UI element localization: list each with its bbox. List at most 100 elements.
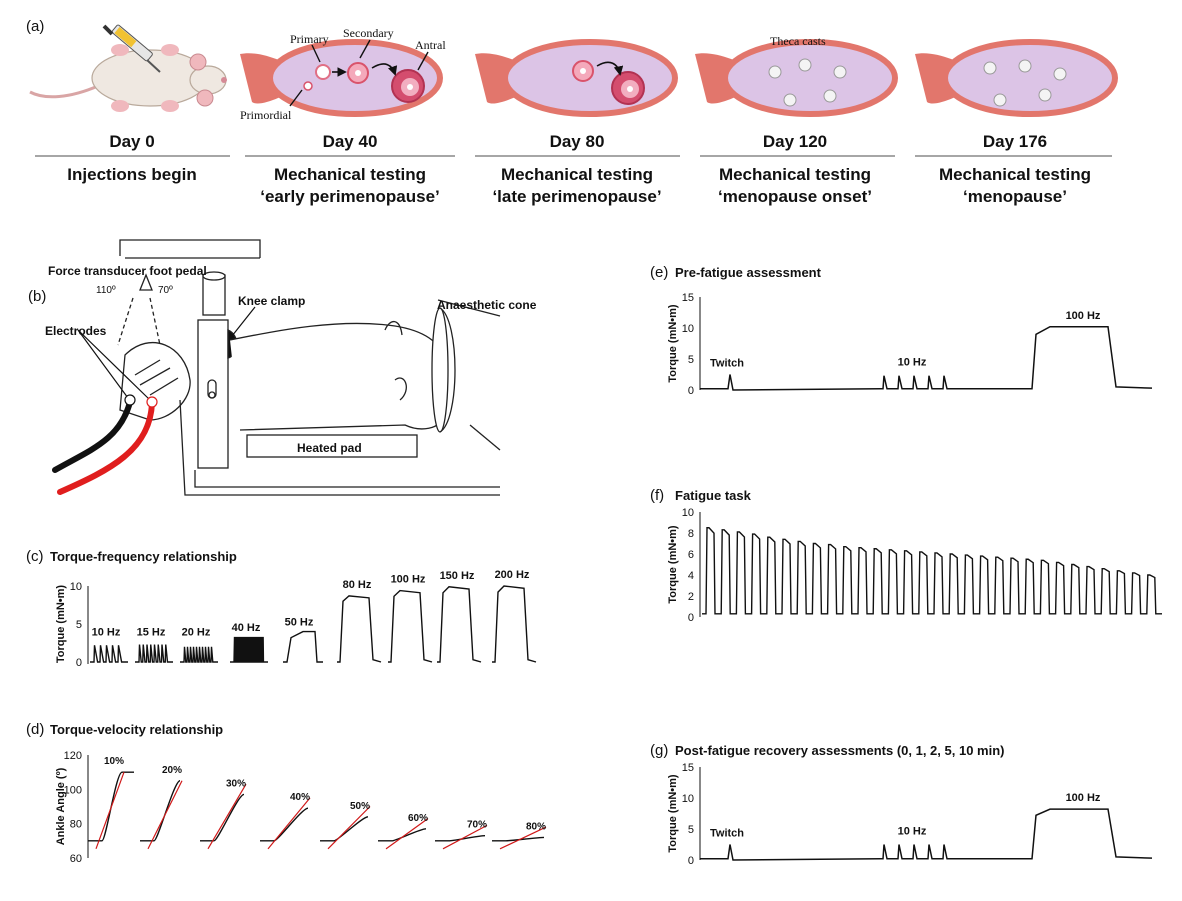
panel-e-ylabel: Torque (mN•m) [667,304,679,383]
ovary-day176 [915,39,1118,117]
panel-c-label-6: 100 Hz [391,574,426,586]
panel-a-letter: (a) [26,18,45,35]
panel-d-fit-1 [147,780,183,850]
panel-f-ytick-4: 8 [688,528,694,540]
day-label-120: Day 120 [762,132,828,151]
panel-d-fit-7 [499,826,547,850]
panel-c-letter: (c) [26,548,44,565]
syringe-icon [102,24,161,73]
panel-e-annot-twitch: Twitch [710,358,744,370]
panel-f-ytick-3: 6 [688,549,694,561]
panel-g-ytick-0: 0 [688,855,694,867]
electrode-pointers [77,306,256,408]
panel-f-ytick-1: 2 [688,591,694,603]
panel-g-ytick-3: 15 [682,762,694,774]
panel-d-fit-3 [267,797,311,850]
panel-c-ytick-1: 5 [76,619,82,631]
panel-d-ytick-1: 80 [70,819,82,831]
panel-c-label-7: 150 Hz [440,570,475,582]
panel-e-ytick-2: 10 [682,323,694,335]
panel-d-ytick-0: 60 [70,853,82,865]
label-foot-pedal: Force transducer foot pedal [48,264,207,278]
panel-f-ytick-2: 4 [688,570,694,582]
panel-g-title: Post-fatigue recovery assessments (0, 1,… [675,743,1005,758]
label-heated-pad: Heated pad [297,441,362,455]
panel-g-trace [700,808,1153,861]
label-primordial: Primordial [240,108,292,122]
panel-c-label-2: 20 Hz [182,626,211,638]
panel-c-label-5: 80 Hz [343,579,372,591]
panel-e-ytick-0: 0 [688,385,694,397]
panel-f-title: Fatigue task [675,488,751,503]
panel-d-trace-3 [260,807,309,842]
panel-d-trace-6 [435,834,486,842]
panel-d-label-3: 40% [290,792,310,803]
desc-day120: Mechanical testing‘menopause onset’ [718,165,872,206]
panel-f-letter: (f) [650,487,665,504]
panel-d-fit-0 [95,771,125,850]
panel-g-ytick-2: 10 [682,793,694,805]
panel-d-title: Torque-velocity relationship [50,722,224,737]
desc-day176: Mechanical testing‘menopause’ [938,165,1092,206]
panel-b-letter: (b) [28,288,47,305]
panel-c-trace-5 [337,595,382,663]
panel-e-annot-10hz: 10 Hz [898,357,927,369]
panel-c-title: Torque-frequency relationship [50,549,237,564]
panel-d-ytick-3: 120 [64,750,82,762]
label-primary: Primary [290,32,329,46]
panel-d-letter: (d) [26,721,45,738]
label-antral: Antral [415,38,446,52]
panel-f-ylabel: Torque (mN•m) [667,525,679,604]
panel-c-trace-0 [90,645,128,663]
setup-illustration [117,239,501,496]
panel-g-annot-100hz: 100 Hz [1066,792,1101,804]
panel-d-label-1: 20% [162,765,182,776]
day-label-176: Day 176 [982,132,1048,151]
panel-c-trace-1 [135,644,173,663]
desc-day80: Mechanical testing‘late perimenopause’ [492,165,662,206]
panel-c-trace-7 [437,586,482,663]
ovary-day80 [475,39,678,117]
panel-c-label-3: 40 Hz [232,622,261,634]
panel-d-trace-4 [320,816,369,842]
panel-c-label-4: 50 Hz [285,617,314,629]
panel-g-ylabel: Torque (mN•m) [667,774,679,853]
panel-c-ytick-2: 10 [70,581,82,593]
panel-c-label-8: 200 Hz [495,569,530,581]
label-secondary: Secondary [343,26,394,40]
panel-d-trace-2 [200,793,245,842]
panel-d-ytick-2: 100 [64,784,82,796]
panel-e-letter: (e) [650,264,669,281]
panel-d-trace-1 [140,780,181,842]
label-angle-110: 110º [96,285,116,296]
electrode-wires [52,399,155,495]
panel-c-label-0: 10 Hz [92,626,121,638]
panel-c-label-1: 15 Hz [137,626,166,638]
day-label-0: Day 0 [109,132,155,151]
ovary-day120 [695,39,898,117]
panel-d-fit-4 [327,806,371,850]
panel-d-fit-6 [442,824,488,850]
panel-d-fit-2 [207,783,247,850]
panel-d-label-2: 30% [226,778,246,789]
panel-e-ytick-3: 15 [682,292,694,304]
panel-c-trace-4 [283,630,323,663]
panel-d-label-5: 60% [408,813,428,824]
panel-e-annot-100hz: 100 Hz [1066,310,1101,322]
label-anaesthetic-cone: Anaesthetic cone [437,298,537,312]
day-label-80: Day 80 [549,132,605,151]
panel-d-label-6: 70% [467,820,487,831]
panel-c-ytick-0: 0 [76,657,82,669]
desc-day0: Injections begin [67,165,197,184]
label-knee-clamp: Knee clamp [238,294,306,308]
mouse-illustration [29,44,227,112]
panel-g-annot-twitch: Twitch [710,828,744,840]
panel-c-trace-2 [180,646,218,663]
ovary-day40 [240,39,443,117]
desc-day40: Mechanical testing‘early perimenopause’ [260,165,440,206]
panel-d-label-0: 10% [104,756,124,767]
panel-f-ytick-0: 0 [688,612,694,624]
panel-g-ytick-1: 5 [688,824,694,836]
